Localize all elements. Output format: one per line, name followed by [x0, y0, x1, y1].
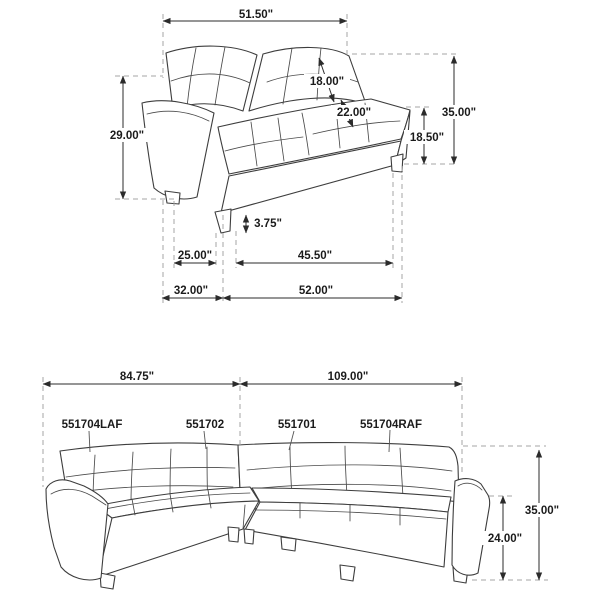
loveseat-diagram: 51.50" 18.00" 22.00" 35.00" 18.50" 29.00…	[104, 9, 482, 303]
left-arm	[141, 100, 215, 200]
leg-right	[390, 153, 404, 173]
dimension-label: 35.00"	[442, 107, 476, 119]
part-number: 551702	[186, 419, 224, 431]
leader-line	[288, 430, 295, 451]
leg	[339, 564, 356, 582]
dimension-label: 45.50"	[298, 250, 332, 262]
dimension-label: 109.00"	[328, 371, 369, 383]
dimension-label: 32.00"	[174, 285, 208, 297]
dim-overall-height: 35.00"	[436, 55, 482, 165]
dim-sectional-overall-height: 35.00"	[519, 449, 565, 581]
leg-under-arm	[164, 190, 181, 205]
dimension-label: 51.50"	[239, 9, 273, 21]
leg	[227, 526, 240, 543]
dim-leg-height: 3.75"	[242, 214, 282, 234]
part-number: 551704LAF	[62, 419, 123, 431]
part-label-551702: 551702	[186, 419, 224, 450]
part-number: 551704RAF	[360, 419, 422, 431]
dim-left-width: 84.75"	[42, 371, 241, 388]
dim-back-width: 51.50"	[162, 9, 348, 25]
dimension-label: 29.00"	[110, 130, 144, 142]
dim-seat-depth: 22.00"	[331, 99, 377, 128]
dimension-label: 3.75"	[254, 218, 282, 230]
leader-line	[388, 429, 391, 453]
sectional-line-art	[45, 441, 491, 590]
right-arm-sectional	[451, 478, 491, 576]
dimension-label: 84.75"	[120, 371, 154, 383]
dimension-label: 25.00"	[178, 250, 212, 262]
dim-sectional-arm-height: 24.00"	[482, 495, 528, 581]
dimension-label: 52.00"	[299, 285, 333, 297]
dim-seat-width: 45.50"	[235, 250, 394, 267]
dim-seat-height: 18.50"	[404, 107, 450, 165]
dim-arm-side-depth: 25.00"	[173, 250, 217, 267]
leg	[280, 536, 297, 552]
part-number: 551701	[278, 419, 317, 431]
dimension-label: 18.00"	[310, 76, 344, 88]
dim-overall-width: 52.00"	[222, 285, 403, 302]
dimension-label: 18.50"	[410, 132, 444, 144]
leader-line	[203, 430, 207, 450]
dimension-label: 35.00"	[525, 505, 559, 517]
leader-line	[88, 430, 91, 453]
dim-back-cushion: 18.00"	[304, 57, 350, 103]
sectional-diagram: 84.75" 109.00" 35.00" 24.00" 551704LAF 5…	[42, 371, 565, 590]
dim-overall-depth: 32.00"	[161, 285, 224, 302]
part-label-551704raf: 551704RAF	[360, 419, 422, 453]
dim-right-width: 109.00"	[239, 371, 463, 388]
part-label-551704laf: 551704LAF	[62, 419, 123, 453]
dimension-label: 22.00"	[337, 107, 371, 119]
dimension-label: 24.00"	[488, 533, 522, 545]
leg-front-left	[214, 208, 232, 234]
corner-edge	[242, 504, 246, 530]
dim-arm-height: 29.00"	[104, 75, 150, 200]
leg	[99, 572, 116, 590]
part-label-551701: 551701	[278, 419, 317, 451]
left-arm-sectional	[45, 479, 109, 581]
loveseat-line-art	[141, 45, 411, 234]
leg	[243, 528, 255, 545]
